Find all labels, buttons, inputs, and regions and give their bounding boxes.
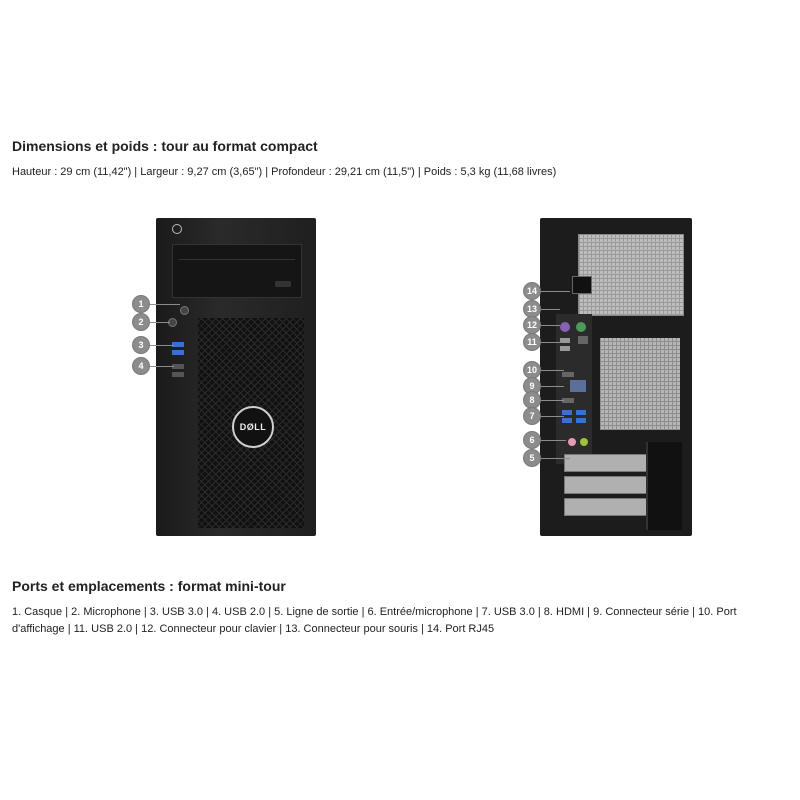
usb3-port-icon — [576, 418, 586, 423]
front-usb2-port-icon — [172, 372, 184, 377]
callout-line — [148, 304, 180, 305]
callout-line — [540, 370, 564, 371]
callout-line — [540, 400, 564, 401]
back-callout-6: 6 — [523, 431, 541, 449]
back-tower-image — [540, 218, 692, 536]
callout-line — [540, 325, 560, 326]
back-callout-11: 11 — [523, 333, 541, 351]
back-callout-5: 5 — [523, 449, 541, 467]
mic-in-jack-icon — [568, 438, 576, 446]
mouse-port-icon — [576, 322, 586, 332]
callout-line — [540, 342, 562, 343]
usb3-port-icon — [576, 410, 586, 415]
optical-slot — [179, 259, 295, 260]
usb2-port-icon — [560, 346, 570, 351]
back-callout-12: 12 — [523, 316, 541, 334]
power-socket-icon — [572, 276, 592, 294]
callout-line — [148, 366, 174, 367]
callout-line — [540, 386, 564, 387]
dimensions-heading: Dimensions et poids : tour au format com… — [12, 138, 318, 154]
eject-button-icon — [275, 281, 291, 287]
back-callout-7: 7 — [523, 407, 541, 425]
front-callout-1: 1 — [132, 295, 150, 313]
optical-drive — [172, 244, 302, 298]
display-port-icon — [562, 372, 574, 377]
callout-line — [540, 416, 564, 417]
callout-line — [540, 458, 570, 459]
dimensions-text: Hauteur : 29 cm (11,42") | Largeur : 9,2… — [12, 166, 557, 178]
ports-heading: Ports et emplacements : format mini-tour — [12, 578, 286, 594]
callout-line — [148, 345, 174, 346]
power-supply — [578, 234, 684, 316]
front-tower-image: DØLL — [156, 218, 316, 536]
dell-logo: DØLL — [232, 406, 274, 448]
rj45-port-icon — [578, 336, 588, 344]
front-usb3-port-icon — [172, 342, 184, 347]
headphone-jack-icon — [180, 306, 189, 315]
serial-port-icon — [570, 380, 586, 392]
ports-text: 1. Casque | 2. Microphone | 3. USB 3.0 |… — [12, 606, 737, 635]
callout-line — [540, 440, 566, 441]
front-usb3-port-icon — [172, 350, 184, 355]
hdmi-port-icon — [562, 398, 574, 403]
power-button-icon — [172, 224, 182, 234]
keyboard-port-icon — [560, 322, 570, 332]
front-usb2-port-icon — [172, 364, 184, 369]
graphics-card-bracket — [646, 442, 682, 530]
usb3-port-icon — [562, 418, 572, 423]
front-callout-3: 3 — [132, 336, 150, 354]
back-vent — [600, 338, 680, 430]
callout-line — [540, 291, 570, 292]
line-out-jack-icon — [580, 438, 588, 446]
callout-line — [540, 309, 560, 310]
usb2-port-icon — [560, 338, 570, 343]
back-callout-14: 14 — [523, 282, 541, 300]
callout-line — [148, 322, 170, 323]
usb3-port-icon — [562, 410, 572, 415]
back-io-panel — [556, 314, 592, 464]
front-callout-4: 4 — [132, 357, 150, 375]
front-callout-2: 2 — [132, 313, 150, 331]
